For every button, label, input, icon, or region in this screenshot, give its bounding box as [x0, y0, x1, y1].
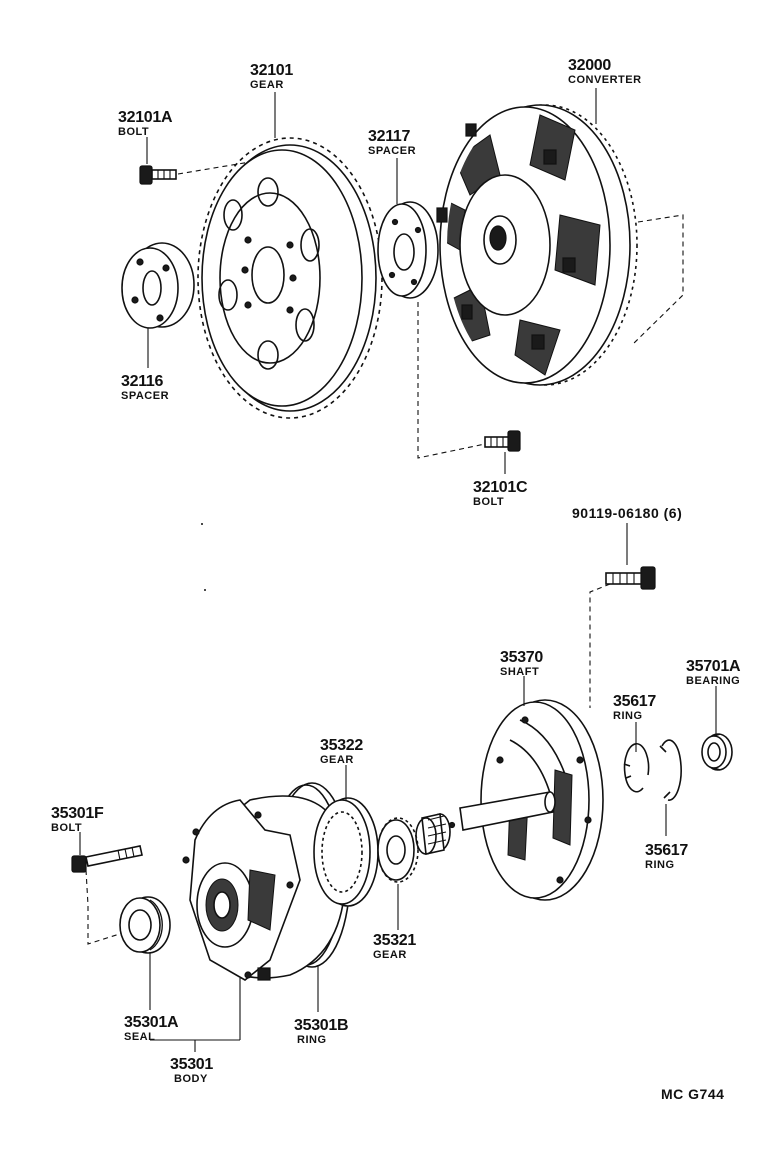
- part-number: 32116: [121, 373, 164, 390]
- part-number: 35370: [500, 649, 543, 666]
- spacer-32117-drawing: [377, 201, 439, 299]
- part-number: 35617: [645, 842, 688, 859]
- part-name: GEAR: [373, 949, 407, 961]
- part-number: 32101A: [118, 109, 173, 126]
- part-number: 35301A: [124, 1014, 179, 1031]
- callout-35617-lower: 35617 RING: [645, 842, 689, 871]
- part-number: 32000: [568, 57, 611, 74]
- diagram-code: MC G744: [661, 1086, 724, 1102]
- bolt-32101c-drawing: [484, 430, 521, 452]
- part-name: BOLT: [473, 496, 504, 508]
- part-name: SEAL: [124, 1031, 155, 1043]
- part-name: RING: [645, 859, 675, 871]
- bolt-35301f-drawing: [71, 845, 143, 873]
- shaft-35370-drawing: [415, 699, 604, 901]
- part-number: 32101C: [473, 479, 528, 496]
- ring-35617-lower-drawing: [659, 739, 682, 801]
- gear-35322-drawing: [313, 797, 379, 907]
- part-name: GEAR: [320, 754, 354, 766]
- callout-35301f: 35301F BOLT: [51, 805, 104, 834]
- part-name: BODY: [174, 1073, 208, 1085]
- callout-32101a: 32101A BOLT: [118, 109, 173, 138]
- part-number: 35617: [613, 693, 656, 710]
- callout-35321: 35321 GEAR: [373, 932, 417, 961]
- callout-32101c: 32101C BOLT: [473, 479, 528, 508]
- callout-32000: 32000 CONVERTER: [568, 57, 642, 86]
- callout-35301: 35301 BODY: [170, 1056, 214, 1085]
- part-name: SPACER: [121, 390, 169, 402]
- bearing-35701a-drawing: [701, 733, 733, 771]
- part-number: 32117: [368, 128, 411, 145]
- gear-35321-drawing: [377, 817, 419, 883]
- callout-35370: 35370 SHAFT: [500, 649, 544, 678]
- part-name: BOLT: [118, 126, 149, 138]
- part-number: 90119-06180 (6): [572, 505, 682, 521]
- bolt-32101a-drawing: [139, 165, 177, 185]
- callout-35301a: 35301A SEAL: [124, 1014, 179, 1043]
- part-name: GEAR: [250, 79, 284, 91]
- part-name: RING: [297, 1034, 327, 1046]
- part-number: 35322: [320, 737, 363, 754]
- part-name: BOLT: [51, 822, 82, 834]
- spacer-32116-drawing: [121, 242, 195, 329]
- part-number: 35301B: [294, 1017, 348, 1034]
- part-number: 35301F: [51, 805, 104, 822]
- part-number: 35321: [373, 932, 416, 949]
- bolt-90119-drawing: [605, 566, 656, 590]
- callout-32101: 32101 GEAR: [250, 62, 294, 91]
- gear-32101-drawing: [197, 137, 383, 419]
- callout-35322: 35322 GEAR: [320, 737, 364, 766]
- part-number: 35301: [170, 1056, 213, 1073]
- callout-32116: 32116 SPACER: [121, 373, 169, 402]
- callout-90119-06180: 90119-06180 (6): [572, 505, 682, 521]
- callout-35301b: 35301B RING: [294, 1017, 349, 1046]
- part-name: RING: [613, 710, 643, 722]
- body-35301-drawing: [182, 795, 347, 981]
- part-number: 35701A: [686, 658, 741, 675]
- part-name: CONVERTER: [568, 74, 642, 86]
- seal-35301a-drawing: [119, 896, 171, 954]
- converter-32000-drawing: [436, 104, 638, 386]
- part-number: 32101: [250, 62, 293, 79]
- part-name: BEARING: [686, 675, 740, 687]
- part-name: SPACER: [368, 145, 416, 157]
- callout-35617-upper: 35617 RING: [613, 693, 657, 722]
- callout-32117: 32117 SPACER: [368, 128, 416, 157]
- ring-35617-upper-drawing: [623, 742, 650, 793]
- part-name: SHAFT: [500, 666, 539, 678]
- callout-35701a: 35701A BEARING: [686, 658, 741, 687]
